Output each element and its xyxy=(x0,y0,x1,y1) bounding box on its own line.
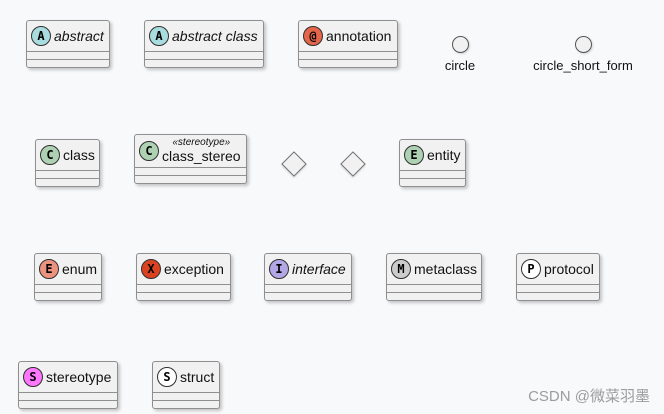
exception-badge-icon: X xyxy=(141,259,161,279)
node-label: exception xyxy=(164,261,224,277)
interface-badge-icon: I xyxy=(269,259,289,279)
node-label: annotation xyxy=(326,28,392,44)
node-label: class xyxy=(63,147,95,163)
node-label: stereotype xyxy=(46,369,112,385)
class-badge-icon: C xyxy=(139,141,159,161)
class-badge-icon: C xyxy=(40,145,60,165)
node-annotation[interactable]: @annotation xyxy=(298,20,398,68)
node-label: entity xyxy=(427,147,461,163)
diamond-node-icon[interactable] xyxy=(340,151,366,177)
node-circle-short-form[interactable]: circle_short_form xyxy=(523,36,643,73)
circle-label: circle_short_form xyxy=(533,58,633,73)
protocol-badge-icon: P xyxy=(521,259,541,279)
metaclass-badge-icon: M xyxy=(391,259,411,279)
node-label: interface xyxy=(292,261,346,277)
entity-badge-icon: E xyxy=(404,145,424,165)
node-label: abstract xyxy=(54,28,104,44)
node-circle[interactable]: circle xyxy=(430,36,490,73)
abstract-badge-icon: A xyxy=(149,26,169,46)
node-label: class_stereo xyxy=(162,147,241,164)
node-class-stereo[interactable]: C «stereotype» class_stereo xyxy=(134,134,247,184)
abstract-badge-icon: A xyxy=(31,26,51,46)
struct-badge-icon: S xyxy=(157,367,177,387)
node-label: protocol xyxy=(544,261,594,277)
stereotype-label: «stereotype» xyxy=(172,137,231,149)
watermark: CSDN @微菜羽墨 xyxy=(528,388,650,405)
diamond-node-icon[interactable] xyxy=(281,151,307,177)
node-label: enum xyxy=(62,261,98,277)
circle-label: circle xyxy=(444,58,476,73)
node-label: abstract class xyxy=(172,28,258,44)
stereotype-badge-icon: S xyxy=(23,367,43,387)
node-label: metaclass xyxy=(414,261,478,277)
node-label: struct xyxy=(180,369,215,385)
enum-badge-icon: E xyxy=(39,259,59,279)
circle-icon xyxy=(451,36,469,53)
circle-icon xyxy=(574,36,592,53)
annotation-badge-icon: @ xyxy=(303,26,323,46)
